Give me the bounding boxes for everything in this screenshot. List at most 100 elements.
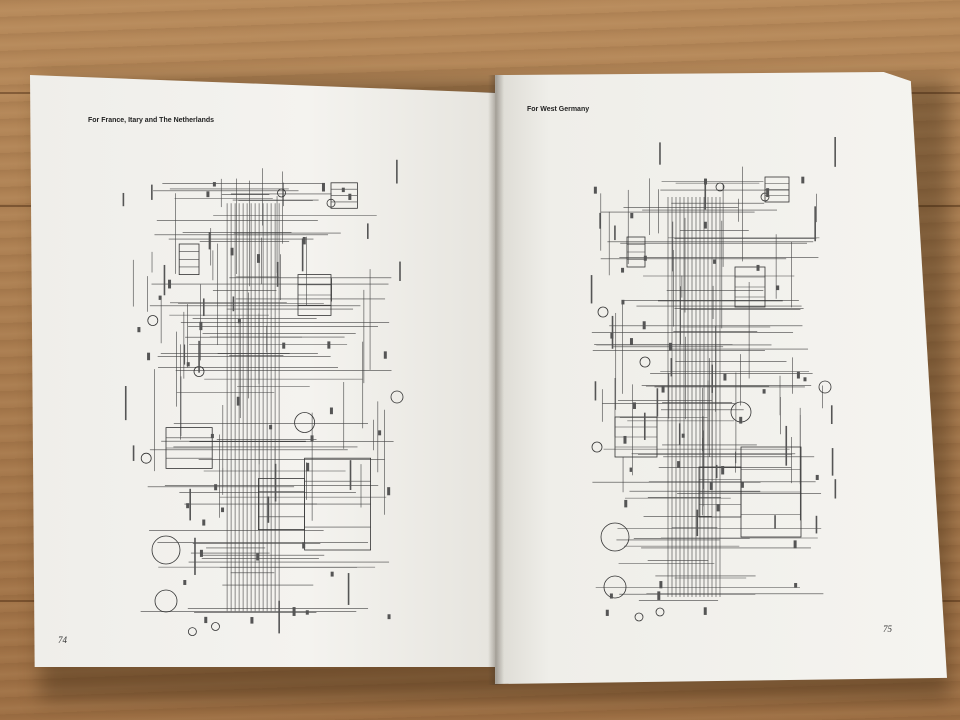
schematic-label-stroke <box>198 340 200 373</box>
schematic-mark <box>703 607 707 615</box>
schematic-label-stroke <box>814 206 816 242</box>
schematic-mark <box>267 496 270 523</box>
schematic-label-stroke <box>183 344 186 365</box>
schematic-mark <box>211 622 220 631</box>
schematic-mark <box>623 435 627 444</box>
schematic-mark <box>256 254 260 263</box>
schematic-label-stroke <box>399 261 401 281</box>
left-wiring-diagram <box>122 159 404 637</box>
schematic-mark <box>230 247 234 256</box>
schematic-mark <box>199 321 203 331</box>
right-page: For West Germany 75 <box>495 72 947 684</box>
schematic-mark <box>681 433 685 438</box>
schematic-mark <box>158 295 162 300</box>
schematic-label-stroke <box>122 192 125 207</box>
schematic-mark <box>632 402 636 409</box>
schematic-mark <box>630 212 634 219</box>
schematic-label-stroke <box>202 298 205 317</box>
schematic-mark <box>774 515 776 529</box>
schematic-mark <box>639 356 651 368</box>
schematic-label-stroke <box>656 388 659 417</box>
left-page: For France, Itary and The Netherlands 74 <box>30 74 496 667</box>
schematic-mark <box>830 405 833 425</box>
schematic-mark <box>396 159 398 184</box>
schematic-mark <box>387 614 391 620</box>
schematic-mark <box>642 321 646 330</box>
schematic-mark <box>122 192 125 207</box>
schematic-mark <box>794 583 798 588</box>
schematic-mark <box>621 267 625 273</box>
schematic-mark <box>762 389 766 394</box>
schematic-mark <box>600 522 630 552</box>
schematic-label-stroke <box>232 296 235 312</box>
schematic-mark <box>803 377 807 382</box>
schematic-mark <box>605 609 609 616</box>
schematic-mark <box>716 504 720 512</box>
schematic-label-stroke <box>276 261 279 287</box>
schematic-label-stroke <box>278 600 280 634</box>
schematic-mark <box>137 327 141 333</box>
schematic-label-stroke <box>711 364 713 393</box>
schematic-mark <box>321 182 325 192</box>
schematic-mark <box>383 351 387 359</box>
schematic-mark <box>603 575 627 599</box>
schematic-label-stroke <box>830 405 833 425</box>
schematic-mark <box>815 474 819 480</box>
schematic-mark <box>815 515 818 534</box>
schematic-mark <box>723 373 727 381</box>
schematic-mark <box>278 600 280 634</box>
schematic-mark <box>591 441 603 453</box>
schematic-mark <box>624 499 628 508</box>
schematic-label-stroke <box>163 264 166 296</box>
schematic-mark <box>198 340 200 373</box>
schematic-mark <box>269 424 273 430</box>
schematic-mark <box>186 362 190 367</box>
schematic-mark <box>277 188 286 198</box>
schematic-mark <box>668 342 672 351</box>
schematic-mark <box>818 380 832 394</box>
schematic-label-stroke <box>208 232 211 250</box>
schematic-mark <box>256 553 260 561</box>
schematic-label-stroke <box>678 423 681 445</box>
schematic-mark <box>124 386 127 421</box>
schematic-mark <box>330 571 334 577</box>
schematic-mark <box>629 338 633 345</box>
schematic-mark <box>834 137 836 167</box>
schematic-mark <box>151 535 181 565</box>
schematic-mark <box>147 352 151 361</box>
right-page-number: 75 <box>883 624 892 634</box>
schematic-mark <box>739 416 743 424</box>
schematic-mark <box>655 607 665 617</box>
schematic-label-stroke <box>834 479 837 499</box>
schematic-label-stroke <box>267 496 270 523</box>
schematic-mark <box>168 279 172 289</box>
schematic-mark <box>590 275 593 304</box>
schematic-mark <box>282 342 286 349</box>
schematic-mark <box>292 607 296 616</box>
left-page-number: 74 <box>58 635 67 645</box>
schematic-mark <box>659 142 661 165</box>
schematic-mark <box>378 430 382 436</box>
schematic-label-stroke <box>194 537 196 575</box>
schematic-mark <box>621 299 625 305</box>
schematic-label-stroke <box>704 178 707 210</box>
schematic-label-stroke <box>367 223 369 239</box>
schematic-mark <box>199 549 203 557</box>
schematic-mark <box>609 593 613 599</box>
schematic-mark <box>276 261 279 287</box>
schematic-mark <box>147 315 159 326</box>
schematic-mark <box>349 460 352 490</box>
schematic-label-stroke <box>347 573 350 605</box>
schematic-mark <box>715 464 718 479</box>
schematic-mark <box>614 225 616 241</box>
schematic-label-stroke <box>815 515 818 534</box>
schematic-mark <box>306 462 310 472</box>
schematic-mark <box>202 298 205 317</box>
schematic-label-stroke <box>151 184 153 200</box>
schematic-mark <box>183 580 187 585</box>
schematic-mark <box>151 184 153 200</box>
schematic-mark <box>214 484 218 491</box>
schematic-mark <box>740 482 744 488</box>
schematic-label-stroke <box>774 515 776 529</box>
right-wiring-diagram <box>590 137 837 622</box>
